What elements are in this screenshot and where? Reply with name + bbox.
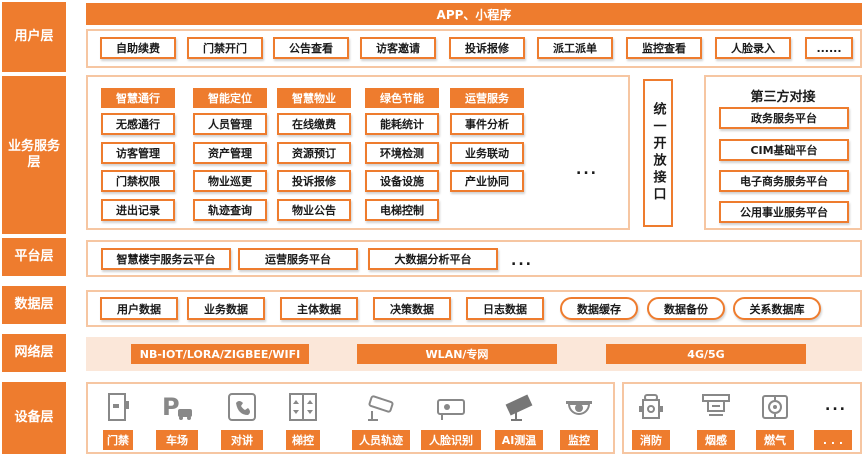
user-item: 访客邀请 [360, 37, 436, 59]
elevator-icon [283, 390, 323, 424]
device-more-label: . . . [814, 430, 852, 450]
third-party-item: 公用事业服务平台 [719, 201, 849, 223]
platform-item: 大数据分析平台 [368, 248, 498, 270]
third-party-item: CIM基础平台 [719, 139, 849, 161]
business-column-header: 运营服务 [450, 88, 524, 108]
user-item: 公告查看 [273, 37, 349, 59]
business-item: 资源预订 [277, 142, 351, 164]
business-item: 人员管理 [193, 113, 267, 135]
user-item: 自助续费 [100, 37, 176, 59]
business-column-header: 智能定位 [193, 88, 267, 108]
third-party-item: 政务服务平台 [719, 107, 849, 129]
network-item-3: 4G/5G [606, 344, 806, 364]
dome-camera-icon [559, 390, 599, 424]
user-item: 监控查看 [626, 37, 702, 59]
layer-label-data: 数据层 [2, 286, 66, 324]
business-item: 无感通行 [101, 113, 175, 135]
business-item: 在线缴费 [277, 113, 351, 135]
data-item: 业务数据 [187, 297, 265, 320]
layer-label-network: 网络层 [2, 334, 66, 372]
business-item: 设备设施 [365, 170, 439, 192]
data-item: 数据备份 [647, 297, 725, 320]
business-item: 物业公告 [277, 199, 351, 221]
business-item: 访客管理 [101, 142, 175, 164]
business-column-header: 智慧物业 [277, 88, 351, 108]
network-item-2: WLAN/专网 [357, 344, 557, 364]
data-item: 决策数据 [373, 297, 451, 320]
device-label: 监控 [560, 430, 598, 450]
device-label: 门禁 [103, 430, 133, 450]
device-label: AI测温 [495, 430, 543, 450]
business-item: 产业协同 [450, 170, 524, 192]
business-item: 能耗统计 [365, 113, 439, 135]
platform-item: 运营服务平台 [238, 248, 358, 270]
data-item: 主体数据 [280, 297, 358, 320]
door-icon [98, 390, 138, 424]
device-more: ... [825, 398, 847, 414]
data-item: 用户数据 [100, 297, 178, 320]
user-item: 门禁开门 [187, 37, 263, 59]
business-item: 资产管理 [193, 142, 267, 164]
business-item: 进出记录 [101, 199, 175, 221]
gas-detector-icon [755, 390, 795, 424]
open-interface-bar: 统一开放接口 [643, 79, 673, 227]
platform-item: 智慧楼宇服务云平台 [101, 248, 231, 270]
user-item: ...... [805, 37, 853, 59]
business-panel [86, 75, 630, 230]
business-item: 投诉报修 [277, 170, 351, 192]
device-label: 燃气 [756, 430, 794, 450]
device-label: 人员轨迹 [352, 430, 410, 450]
layer-label-platform: 平台层 [2, 238, 66, 276]
layer-label-business: 业务服务层 [2, 76, 66, 234]
business-item: 事件分析 [450, 113, 524, 135]
thermal-camera-icon [499, 390, 539, 424]
business-item: 门禁权限 [101, 170, 175, 192]
third-party-title: 第三方对接 [750, 90, 816, 105]
parking-icon: P [157, 390, 197, 424]
business-item: 业务联动 [450, 142, 524, 164]
hydrant-icon [631, 390, 671, 424]
intercom-icon [222, 390, 262, 424]
track-camera-icon [361, 390, 401, 424]
business-item: 电梯控制 [365, 199, 439, 221]
device-label: 对讲 [221, 430, 263, 450]
layer-label-device: 设备层 [2, 382, 66, 454]
face-camera-icon [431, 390, 471, 424]
layer-label-user: 用户层 [2, 2, 66, 72]
network-item-1: NB-IOT/LORA/ZIGBEE/WIFI [131, 344, 309, 364]
device-label: 烟感 [697, 430, 735, 450]
business-column-header: 绿色节能 [365, 88, 439, 108]
user-item: 投诉报修 [449, 37, 525, 59]
svg-text:P: P [162, 393, 180, 421]
third-party-item: 电子商务服务平台 [719, 170, 849, 192]
smoke-detector-icon [696, 390, 736, 424]
data-item: 日志数据 [466, 297, 544, 320]
device-label: 车场 [156, 430, 198, 450]
device-label: 人脸识别 [421, 430, 481, 450]
business-item: 轨迹查询 [193, 199, 267, 221]
user-item: 派工派单 [537, 37, 613, 59]
data-item: 数据缓存 [560, 297, 638, 320]
business-item: 环境检测 [365, 142, 439, 164]
business-more: ... [576, 162, 598, 178]
device-label: 消防 [632, 430, 670, 450]
layer-label-business-text: 业务服务层 [8, 139, 61, 170]
user-item: 人脸录入 [715, 37, 791, 59]
business-item: 物业巡更 [193, 170, 267, 192]
user-banner: APP、小程序 [86, 3, 862, 25]
business-column-header: 智慧通行 [101, 88, 175, 108]
platform-more: ... [511, 253, 533, 269]
data-item: 关系数据库 [733, 297, 821, 320]
device-label: 梯控 [286, 430, 320, 450]
